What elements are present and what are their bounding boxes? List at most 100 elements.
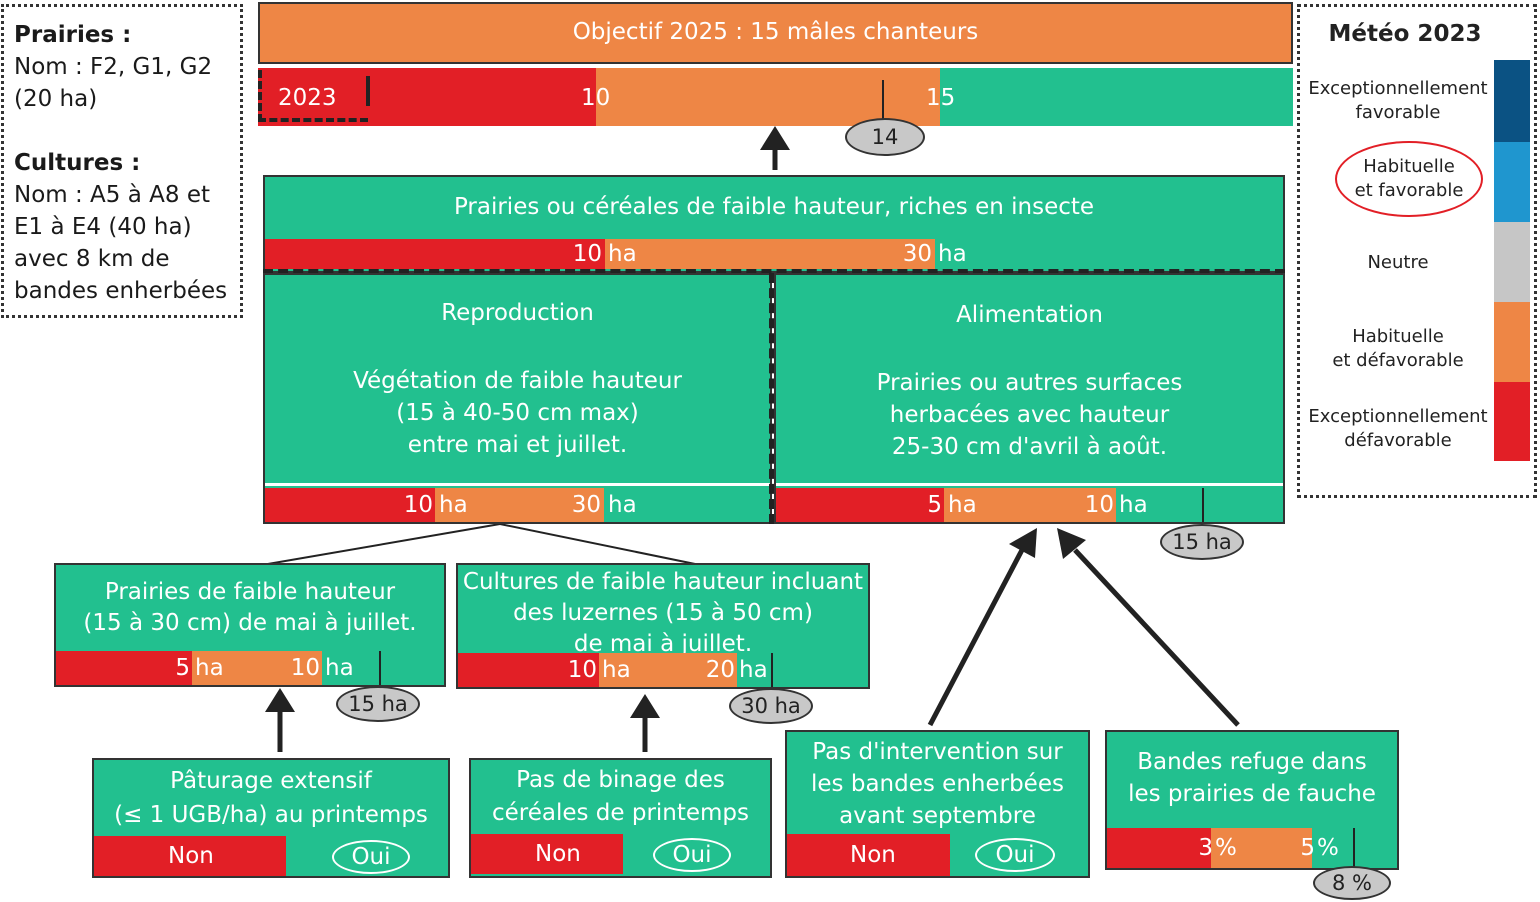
- objective-banner: Objectif 2025 : 15 mâles chanteurs: [258, 2, 1293, 64]
- prairies-line: (20 ha): [14, 86, 98, 112]
- arrow-intervention: [927, 548, 1025, 727]
- habitat-gauge: 10 ha 30 ha: [265, 239, 1283, 269]
- cultures-line: avec 8 km de: [14, 246, 170, 272]
- reproduction-gauge: 10 ha 30 ha: [265, 488, 770, 522]
- meteo-level-neutre: [1494, 222, 1530, 302]
- habitat-title: Prairies ou céréales de faible hauteur, …: [453, 194, 1095, 220]
- reproduction-low-num: 10: [403, 492, 433, 518]
- cultures-basses-title: de mai à juillet.: [573, 631, 753, 657]
- cultures-basses-low-unit: ha: [602, 657, 631, 683]
- bandes-refuge-gauge: 3 % 5 %: [1107, 828, 1397, 868]
- binage-box: Pas de binage des céréales de printemps …: [469, 758, 772, 878]
- alimentation-desc: Prairies ou autres surfaces: [876, 370, 1183, 396]
- paturage-title: (≤ 1 UGB/ha) au printemps: [114, 802, 428, 828]
- cultures-basses-title: Cultures de faible hauteur incluant: [462, 569, 864, 595]
- bandes-refuge-current-badge: 8 %: [1313, 866, 1391, 900]
- paturage-yes: Oui: [332, 840, 410, 874]
- link-reproduction-cultures: [499, 523, 701, 566]
- bandes-refuge-title: Bandes refuge dans: [1137, 749, 1367, 775]
- cultures-basses-gauge: 10 ha 20 ha: [458, 653, 868, 687]
- cultures-basses-high-num: 20: [705, 657, 735, 683]
- prairies-basses-box: Prairies de faible hauteur (15 à 30 cm) …: [54, 563, 446, 687]
- alimentation-box: Alimentation Prairies ou autres surfaces…: [774, 273, 1285, 524]
- reproduction-title: Reproduction: [441, 300, 594, 326]
- arrow-head: [1009, 528, 1037, 558]
- alimentation-gauge: 5 ha 10 ha: [776, 488, 1283, 522]
- meteo-level-exceptionnellement-favorable: [1494, 60, 1530, 142]
- objective-gauge: 2023 10 15: [258, 68, 1293, 126]
- cultures-basses-current-badge: 30 ha: [729, 688, 813, 724]
- intervention-yes: Oui: [975, 838, 1055, 872]
- intervention-box: Pas d'intervention sur les bandes enherb…: [785, 730, 1090, 878]
- arrow-head: [265, 688, 295, 712]
- intervention-title: les bandes enherbées: [811, 771, 1064, 797]
- reproduction-desc: (15 à 40-50 cm max): [396, 400, 639, 426]
- threshold-low: 10: [581, 85, 611, 111]
- alimentation-desc: 25-30 cm d'avril à août.: [891, 434, 1168, 460]
- binage-title: céréales de printemps: [491, 800, 750, 826]
- bandes-refuge-box: Bandes refuge dans les prairies de fauch…: [1105, 730, 1399, 870]
- prairies-basses-low-num: 5: [175, 655, 190, 681]
- intervention-no: Non: [787, 834, 950, 876]
- prairies-basses-high-num: 10: [290, 655, 320, 681]
- alimentation-low-unit: ha: [948, 492, 977, 518]
- binage-yes: Oui: [653, 838, 731, 872]
- alimentation-desc: herbacées avec hauteur: [889, 402, 1170, 428]
- meteo-level-habituelle-favorable: [1494, 142, 1530, 222]
- bandes-refuge-high-unit: %: [1317, 835, 1339, 861]
- meteo-scale: [1494, 60, 1530, 461]
- habitat-high-num: 30: [902, 241, 932, 267]
- binage-no: Non: [471, 834, 623, 874]
- cultures-basses-high-unit: ha: [739, 657, 768, 683]
- reproduction-box: Reproduction Végétation de faible hauteu…: [263, 273, 772, 524]
- meteo-level-habituelle-defavorable: [1494, 302, 1530, 382]
- habitat-high-unit: ha: [938, 241, 967, 267]
- objective-title: Objectif 2025 : 15 mâles chanteurs: [572, 19, 979, 45]
- prairies-title: Prairies :: [14, 22, 132, 48]
- cultures-line: Nom : A5 à A8 et: [14, 182, 210, 208]
- intervention-title: avant septembre: [839, 803, 1036, 829]
- bandes-refuge-low-num: 3: [1198, 835, 1213, 861]
- bandes-refuge-low-unit: %: [1215, 835, 1237, 861]
- binage-title: Pas de binage des: [516, 767, 725, 793]
- alimentation-high-unit: ha: [1119, 492, 1148, 518]
- alimentation-low-num: 5: [927, 492, 942, 518]
- prairies-basses-gauge: 5 ha 10 ha: [56, 651, 444, 685]
- arrow-head: [1057, 528, 1086, 559]
- arrow-bandes: [1073, 548, 1240, 727]
- reproduction-high-num: 30: [571, 492, 601, 518]
- meteo-level-exceptionnellement-defavorable: [1494, 382, 1530, 461]
- reproduction-low-unit: ha: [439, 492, 468, 518]
- alimentation-high-num: 10: [1084, 492, 1114, 518]
- dashed-divider-vertical: [769, 273, 774, 524]
- alimentation-current-badge: 15 ha: [1160, 524, 1244, 560]
- gauge-red: [258, 68, 596, 126]
- prairies-basses-current-badge: 15 ha: [336, 686, 420, 722]
- bandes-refuge-title: les prairies de fauche: [1128, 781, 1376, 807]
- habitat-low-unit: ha: [608, 241, 637, 267]
- cultures-basses-low-num: 10: [567, 657, 597, 683]
- reproduction-desc: entre mai et juillet.: [407, 432, 628, 458]
- habitat-low-num: 10: [572, 241, 602, 267]
- threshold-high: 15: [926, 85, 956, 111]
- cultures-basses-title: des luzernes (15 à 50 cm): [513, 600, 813, 626]
- prairies-line: Nom : F2, G1, G2: [14, 54, 213, 80]
- cultures-basses-box: Cultures de faible hauteur incluant des …: [456, 563, 870, 689]
- arrow-head: [760, 126, 790, 150]
- paturage-box: Pâturage extensif (≤ 1 UGB/ha) au printe…: [92, 758, 450, 878]
- meteo-title: Météo 2023: [1328, 21, 1482, 47]
- gauge-green: [940, 68, 1293, 126]
- arrow-head: [630, 694, 660, 718]
- bandes-refuge-high-num: 5: [1300, 835, 1315, 861]
- link-reproduction-prairies: [261, 523, 501, 566]
- dashed-divider: [263, 269, 1285, 274]
- site-info-box: Prairies : Nom : F2, G1, G2 (20 ha) Cult…: [1, 4, 243, 318]
- reproduction-desc: Végétation de faible hauteur: [353, 368, 682, 394]
- reproduction-high-unit: ha: [608, 492, 637, 518]
- year-label: 2023: [278, 85, 337, 111]
